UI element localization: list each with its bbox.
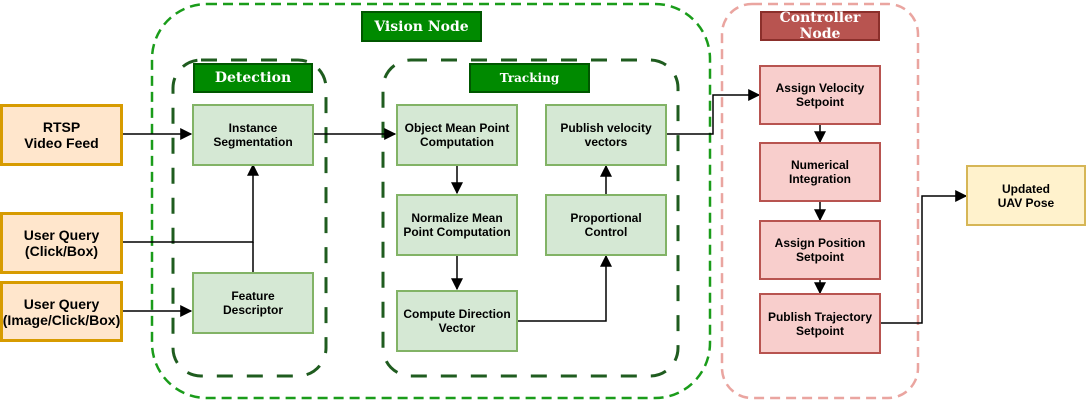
updated-uav-pose-output: Updated UAV Pose [966, 165, 1086, 226]
detection-container [171, 58, 328, 378]
proportional-control-block: Proportional Control [545, 194, 667, 256]
tracking-header: Tracking [469, 63, 590, 93]
assign-position-setpoint-block: Assign Position Setpoint [759, 220, 881, 280]
publish-trajectory-setpoint-block: Publish Trajectory Setpoint [759, 293, 881, 354]
compute-direction-vector-block: Compute Direction Vector [396, 290, 518, 352]
user-query-image-click-box-input: User Query (Image/Click/Box) [0, 281, 123, 342]
assign-velocity-setpoint-block: Assign Velocity Setpoint [759, 65, 881, 125]
object-mean-point-block: Object Mean Point Computation [396, 104, 518, 166]
arrow-publish-velocity-to-assign-velocity [667, 89, 761, 135]
arrow-query-click-to-segmentation [122, 163, 259, 243]
vision-node-container [150, 2, 712, 400]
detection-header: Detection [193, 63, 313, 93]
controller-node-header: Controller Node [760, 10, 880, 42]
tracking-container [381, 58, 680, 378]
normalize-mean-point-block: Normalize Mean Point Computation [396, 194, 518, 256]
numerical-integration-block: Numerical Integration [759, 142, 881, 202]
publish-velocity-vectors-block: Publish velocity vectors [545, 104, 667, 166]
controller-node-container [720, 2, 920, 400]
user-query-click-box-input: User Query (Click/Box) [0, 212, 123, 274]
feature-descriptor-block: Feature Descriptor [192, 272, 314, 334]
vision-node-header: Vision Node [361, 11, 482, 42]
arrow-publish-trajectory-to-uav-pose [881, 190, 968, 324]
arrow-direction-to-proportional [518, 254, 612, 322]
instance-segmentation-block: Instance Segmentation [192, 104, 314, 166]
rtsp-video-feed-input: RTSP Video Feed [0, 104, 123, 166]
